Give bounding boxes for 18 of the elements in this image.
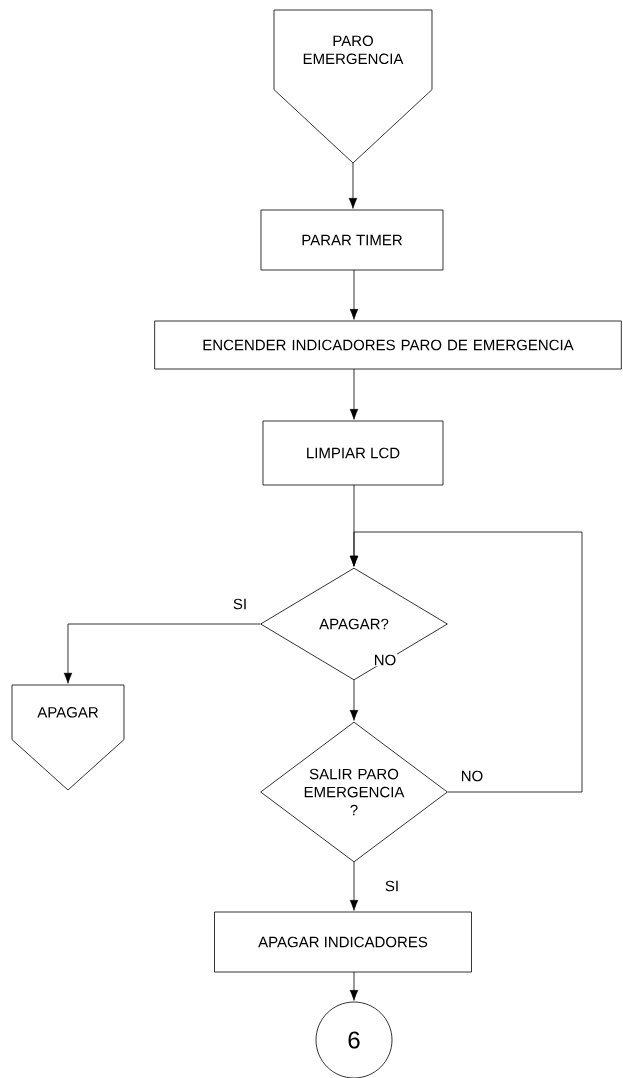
- edge-label: NO: [459, 769, 485, 783]
- arrow: [63, 623, 261, 684]
- off-page-connector: APAGAR: [11, 684, 125, 791]
- arrow: [349, 679, 359, 721]
- arrow: [348, 162, 358, 209]
- process-box: APAGAR INDICADORES: [214, 911, 472, 973]
- edge-label: SI: [231, 597, 249, 611]
- arrow: [349, 269, 359, 320]
- off-page-connector: PARO EMERGENCIA: [273, 9, 433, 164]
- edge-label: NO: [372, 653, 398, 667]
- arrow: [349, 531, 583, 793]
- arrow: [349, 368, 359, 420]
- edge-label: SI: [383, 879, 401, 893]
- process-box: PARAR TIMER: [260, 209, 444, 271]
- process-box: ENCENDER INDICADORES PARO DE EMERGENCIA: [154, 320, 622, 370]
- arrow: [349, 861, 359, 911]
- process-box: LIMPIAR LCD: [262, 420, 444, 486]
- arrow: [349, 971, 359, 1001]
